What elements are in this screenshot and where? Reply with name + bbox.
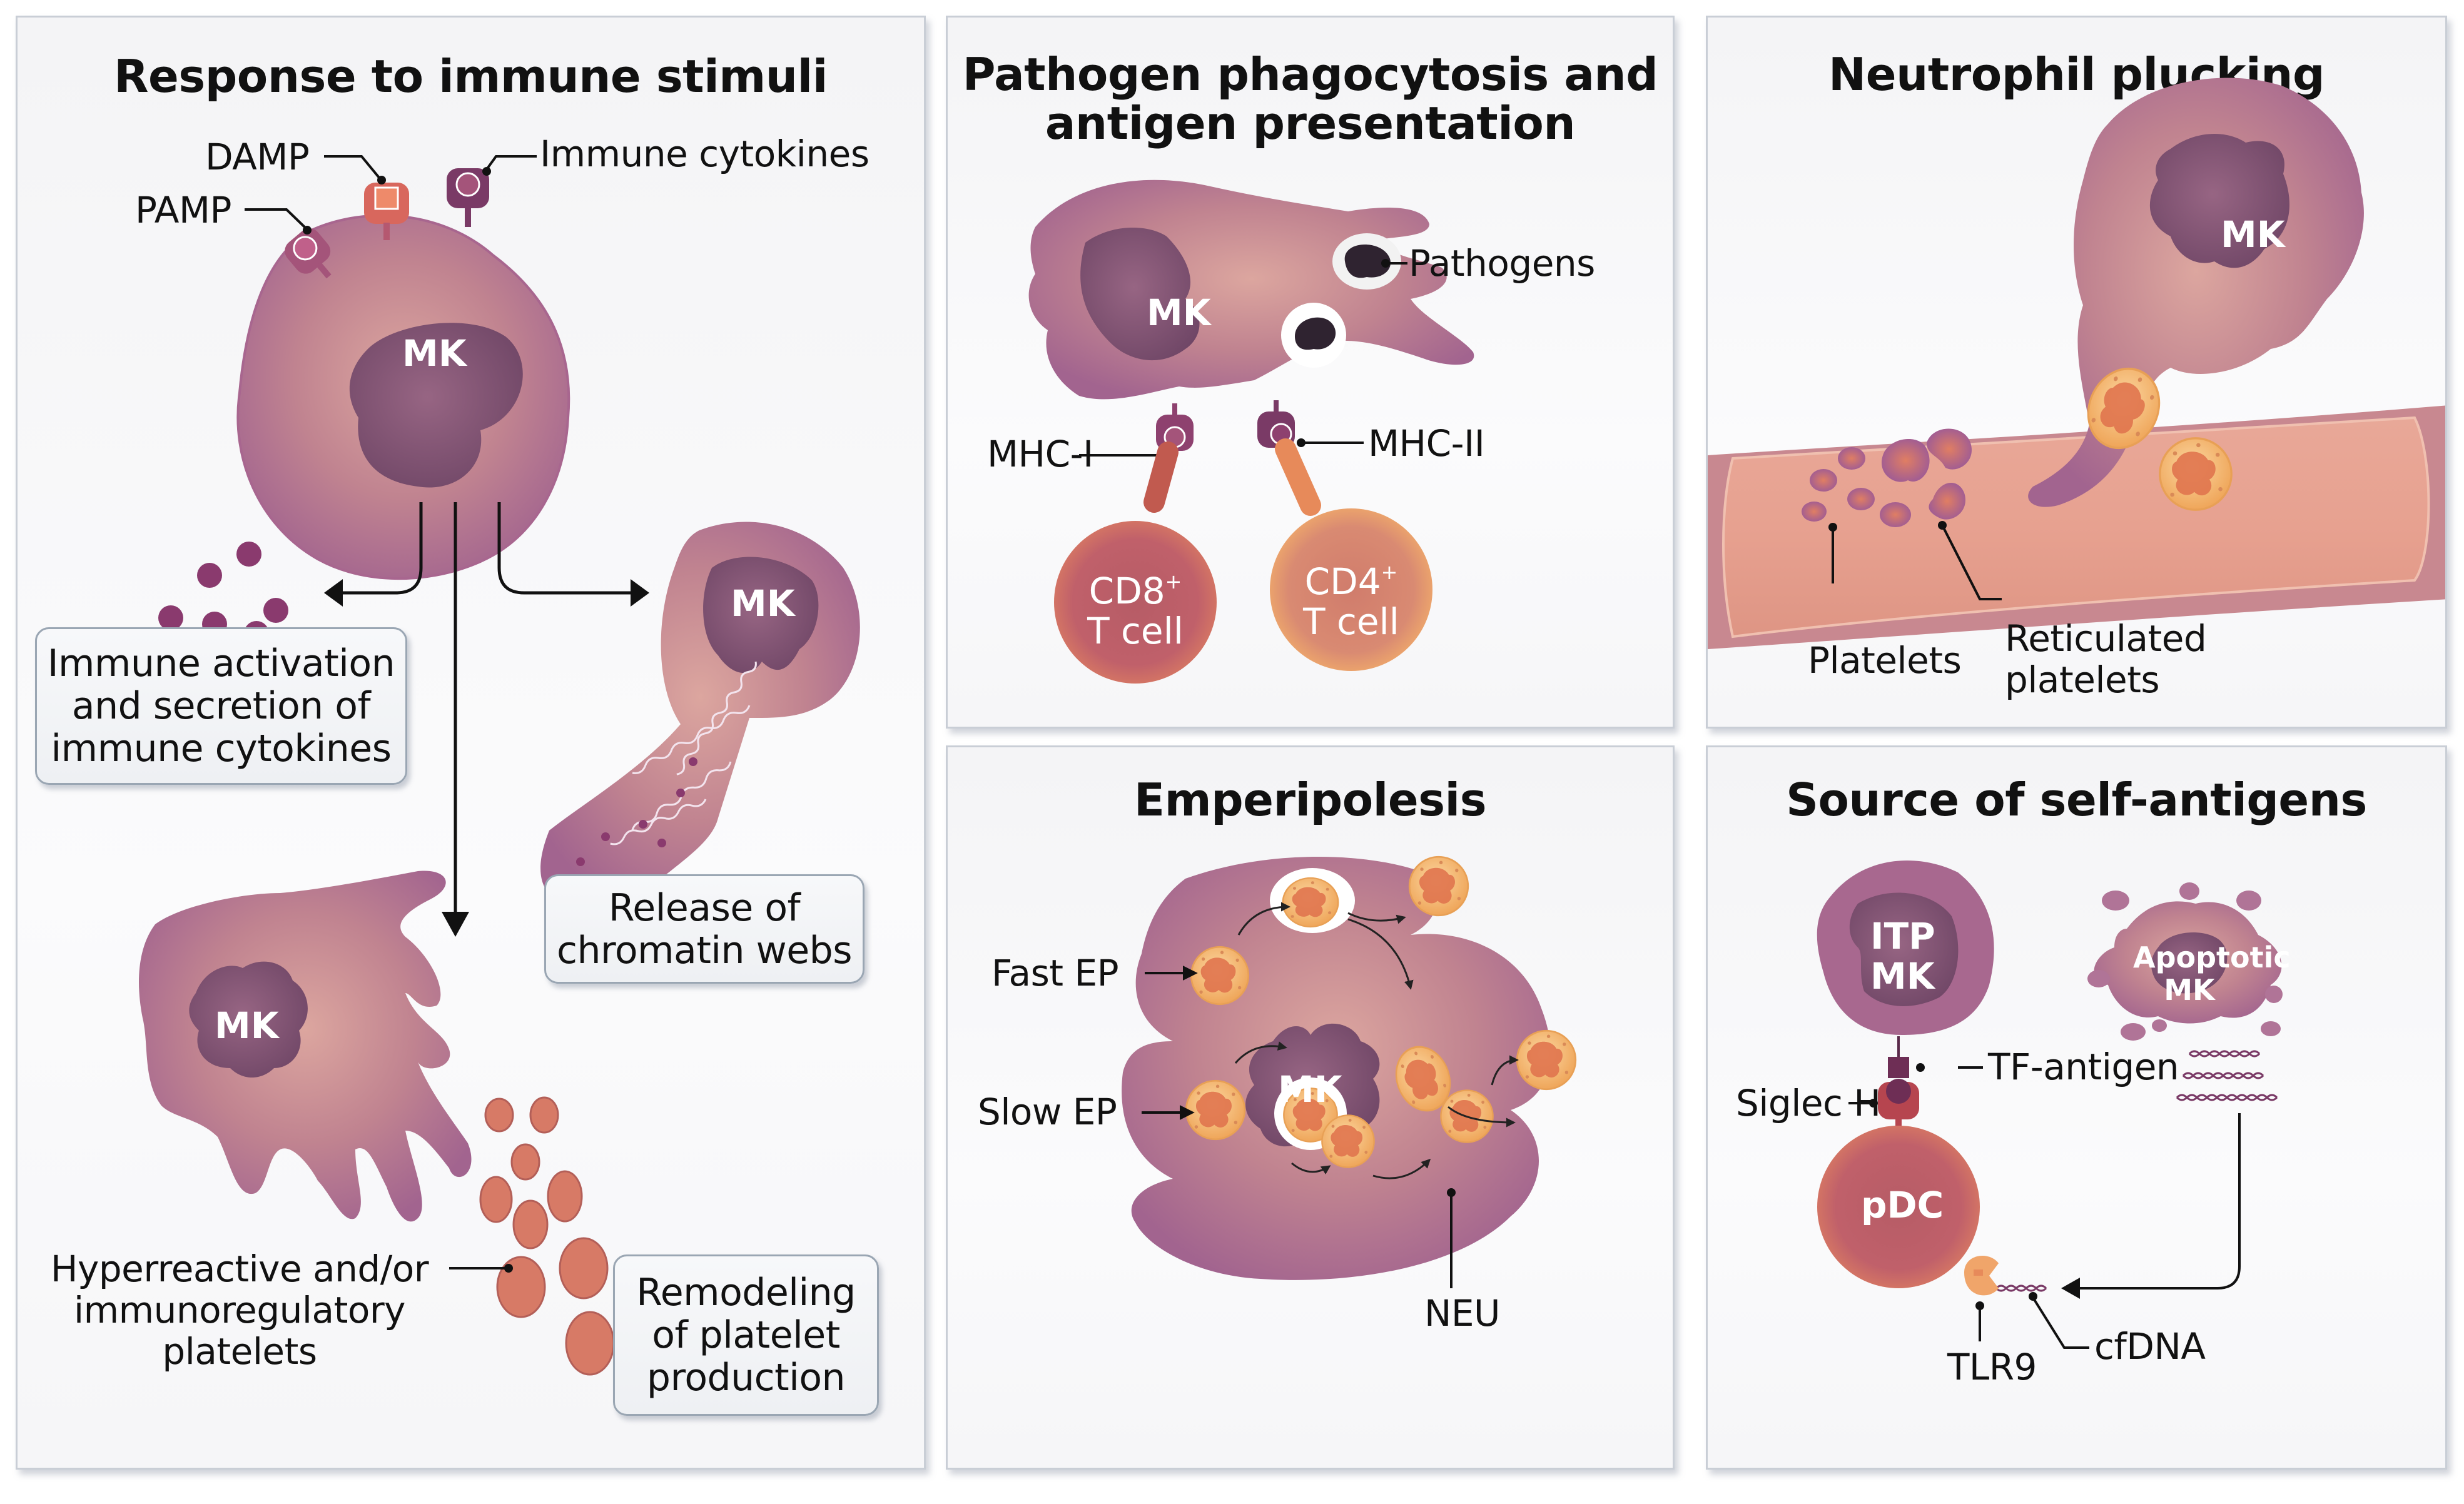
box-line: immune cytokines (51, 727, 392, 770)
box-line: Remodeling (636, 1271, 856, 1315)
cd8-t-cell (1054, 521, 1217, 684)
cd8-sup: + (1165, 570, 1182, 593)
tf-antigen-label: TF-antigen (1988, 1046, 2179, 1088)
apoptotic-mk-cell (2087, 882, 2283, 1041)
mhc2-label: MHC-II (1368, 422, 1485, 465)
neutrophil (1408, 855, 1469, 917)
title-line: antigen presentation (1045, 97, 1576, 149)
pamp-receptor-icon (285, 228, 332, 279)
label-line: MK (2164, 973, 2215, 1007)
apoptotic-mk-label: Apoptotic MK (2133, 941, 2291, 1007)
immune-stimuli-illustration (139, 155, 860, 1376)
panel-self-antigens: Source of self-antigens (1706, 745, 2447, 1470)
neutrophil (1321, 1114, 1375, 1168)
mk-label: MK (215, 1004, 279, 1047)
cd4-line2: T cell (1303, 600, 1399, 643)
mk-label: MK (1278, 1068, 1342, 1111)
label-line: Reticulated (2005, 617, 2207, 660)
mk-cell-main (236, 214, 570, 580)
mk-cell-proplatelet (139, 871, 472, 1222)
self-antigens-illustration (1817, 860, 2283, 1349)
phagocytosis-illustration (1028, 179, 1474, 684)
slow-ep-label: Slow EP (978, 1091, 1117, 1133)
pathogens-label: Pathogens (1409, 242, 1595, 285)
platelets (1802, 428, 1972, 527)
mk-label: MK (1147, 291, 1211, 334)
tlr9-label: TLR9 (1947, 1346, 2037, 1388)
panel-phagocytosis: Pathogen phagocytosis and antigen presen… (946, 16, 1675, 729)
immune-cytokines-label: Immune cytokines (540, 133, 869, 175)
box-line: production (646, 1356, 846, 1400)
cd4-name: CD4 (1304, 560, 1381, 603)
mk-label: MK (402, 332, 467, 375)
cd4-t-cell-label: CD4+ T cell (1285, 552, 1417, 642)
panel-immune-stimuli: Response to immune stimuli (16, 16, 926, 1470)
damp-label: DAMP (205, 136, 310, 178)
cd8-line2: T cell (1087, 609, 1184, 652)
blood-vessel (1708, 405, 2445, 649)
fast-ep-label: Fast EP (991, 952, 1119, 994)
pdc-cell (1817, 1126, 1980, 1288)
emperipolesis-illustration (1122, 855, 1577, 1288)
mk-cell-chromatin-webs (540, 522, 860, 911)
cd4-sup: + (1381, 560, 1398, 584)
itp-mk-cell (1817, 860, 1994, 1035)
label-line: ITP (1870, 915, 1935, 957)
neutrophil (1185, 1079, 1246, 1141)
hyperreactive-platelets-label: Hyperreactive and/or immunoregulatory pl… (33, 1248, 446, 1372)
mhc1-label: MHC-I (987, 433, 1093, 475)
cd4-t-cell (1270, 508, 1432, 671)
damp-receptor-icon (364, 183, 409, 240)
migration-arrows (1234, 902, 1519, 1179)
box-line: Immune activation (47, 642, 395, 685)
neu-label: NEU (1424, 1292, 1501, 1335)
label-line: platelets (162, 1330, 317, 1373)
panel-title: Source of self-antigens (1786, 774, 2367, 826)
pamp-label: PAMP (135, 189, 231, 231)
panel-title: Response to immune stimuli (114, 50, 828, 103)
box-line: of platelet (652, 1313, 840, 1357)
cd8-name: CD8 (1088, 569, 1165, 612)
panel-title: Pathogen phagocytosis and antigen presen… (948, 50, 1673, 148)
mk-label: MK (2221, 213, 2285, 256)
immune-activation-box: Immune activation and secretion of immun… (35, 627, 407, 785)
neutrophil (1282, 877, 1339, 928)
itp-mk-label: ITP MK (1870, 915, 1935, 997)
branch-arrows (337, 502, 637, 921)
reticulated-platelets-label: Reticulated platelets (2005, 617, 2207, 701)
neutrophil (1516, 1029, 1577, 1091)
tf-antigen-icon (1888, 1057, 1909, 1078)
neutrophil (2159, 437, 2233, 511)
neutrophil-plucking-illustration (1708, 78, 2445, 649)
box-line: and secretion of (71, 684, 371, 728)
cytokine-receptor-icon (447, 168, 489, 227)
pdc-label: pDC (1861, 1184, 1944, 1226)
mk-label: MK (731, 582, 795, 625)
mk-cell (1028, 179, 1474, 400)
cfdna-strands (1985, 1050, 2278, 1292)
chromatin-webs-box: Release of chromatin webs (544, 874, 864, 984)
label-line: Hyperreactive and/or (50, 1248, 429, 1290)
platelets (479, 1096, 615, 1376)
neutrophil (1190, 946, 1250, 1006)
panel-title: Emperipolesis (1133, 774, 1487, 826)
tlr9-receptor-icon (1964, 1256, 1999, 1296)
label-line: MK (1870, 955, 1935, 997)
box-line: Release of (608, 886, 801, 930)
remodeling-box: Remodeling of platelet production (613, 1254, 879, 1416)
pathogen-icon (1332, 233, 1401, 290)
label-line: Apoptotic (2133, 941, 2291, 974)
label-line: platelets (2005, 659, 2160, 701)
panel-emperipolesis: Emperipolesis MK (946, 745, 1675, 1470)
cfdna-label: cfDNA (2094, 1325, 2206, 1368)
cd8-t-cell-label: CD8+ T cell (1070, 562, 1201, 651)
panel-neutrophil-plucking: Neutrophil plucking MK Platelets Reticul… (1706, 16, 2447, 729)
label-line: immunoregulatory (73, 1289, 406, 1331)
box-line: chromatin webs (557, 928, 852, 972)
pathogen-icon (1281, 303, 1346, 368)
siglec-h-receptor-icon (1878, 1079, 1919, 1135)
siglec-h-label: Siglec H (1736, 1082, 1881, 1124)
title-line: Pathogen phagocytosis and (962, 48, 1658, 101)
platelets-label: Platelets (1808, 639, 1962, 682)
